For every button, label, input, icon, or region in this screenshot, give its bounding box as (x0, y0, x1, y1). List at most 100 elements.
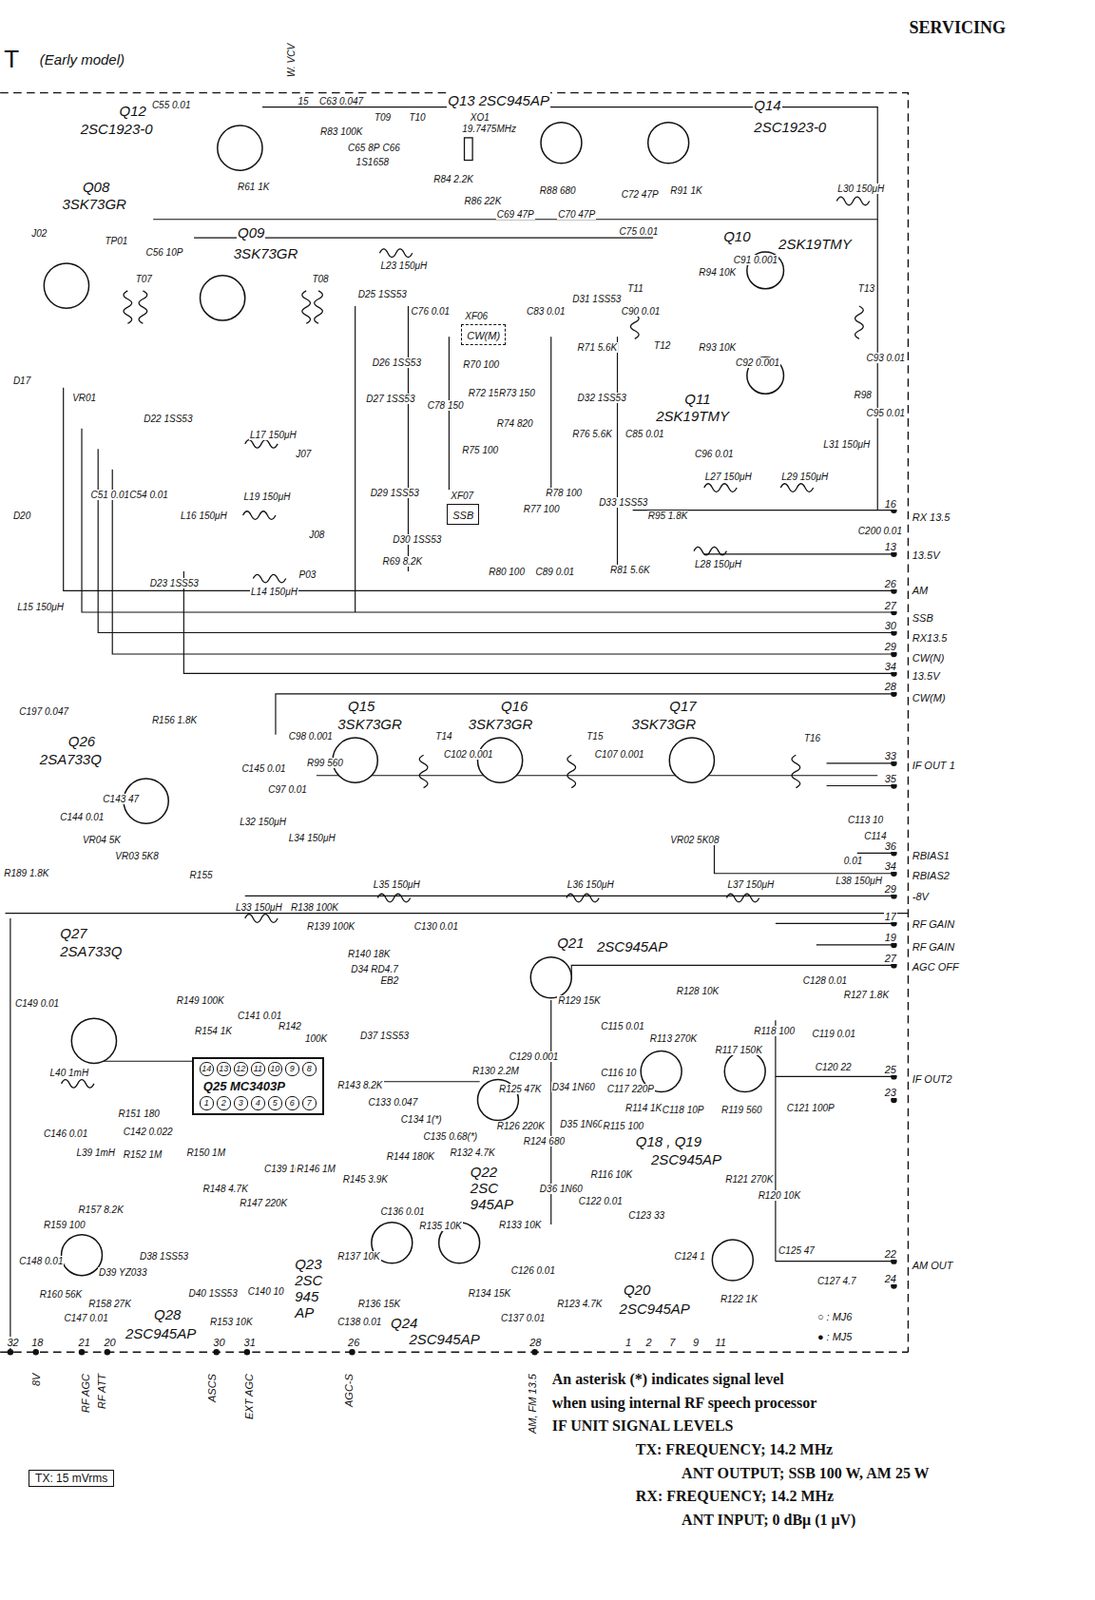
part-name: Q13 2SC945AP (446, 92, 551, 109)
component-value: C197 0.047 (18, 706, 70, 717)
wire (826, 762, 895, 764)
component-value: C120 22 (814, 1061, 853, 1073)
component-value: C121 100P (786, 1102, 836, 1114)
component-value: VR04 5K (81, 834, 122, 846)
component-value: R75 100 (461, 444, 500, 456)
component-value: D32 1SS53 (576, 392, 628, 404)
wire (97, 448, 894, 633)
wire (550, 336, 552, 490)
component-value: C72 47P (620, 189, 660, 200)
component-value: EB2 (379, 975, 400, 986)
component-value: D33 1SS53 (597, 497, 649, 508)
component-value: L34 150μH (288, 832, 337, 844)
component-value: R98 (853, 389, 873, 401)
component-value: C145 0.01 (240, 763, 287, 774)
note-text: when using internal RF speech processor (551, 1394, 819, 1412)
component-value: R155 (189, 869, 214, 881)
note-text: ANT OUTPUT; SSB 100 W, AM 25 W (680, 1464, 931, 1482)
terminal-label: 19 (883, 931, 898, 943)
part-name: Q16 (499, 697, 529, 714)
note-text: TX: FREQUENCY; 14.2 MHz (634, 1440, 834, 1459)
component-value: D37 1SS53 (359, 1030, 410, 1041)
component-value: L35 150μH (372, 879, 422, 890)
component-value: C136 0.01 (379, 1206, 425, 1217)
part-name: (Early model) (38, 51, 126, 68)
wire (245, 895, 895, 897)
part-name: 2SA733Q (58, 942, 123, 960)
component-value: R114 1K (624, 1102, 663, 1114)
wire (63, 387, 895, 592)
component-value: VR01 (71, 392, 97, 404)
terminal-label: 17 (883, 910, 898, 923)
component-value: D39 YZ033 (97, 1267, 148, 1278)
terminal-label: 18 (30, 1336, 44, 1348)
component-value: C56 10P (144, 247, 184, 258)
component-value: L23 150μH (379, 260, 428, 271)
component-value: R119 560 (720, 1104, 764, 1115)
filter-mode: CW(M) (466, 329, 500, 342)
terminal-label: RX 13.5 (911, 511, 952, 523)
terminal-label: 13 (883, 540, 898, 553)
component-value: D23 1SS53 (149, 577, 200, 589)
component-value: D17 (12, 375, 32, 386)
component-value: R143 8.2K (336, 1079, 384, 1091)
transistor-symbol (477, 737, 522, 783)
component-value: L33 150μH (234, 902, 284, 913)
component-value: 100K (304, 1033, 328, 1044)
component-value: T08 (310, 273, 329, 285)
component-value: C126 0.01 (510, 1265, 557, 1276)
component-value: W. VCV (286, 42, 297, 78)
terminal-label: 1 (624, 1336, 633, 1348)
component-value: C85 0.01 (624, 428, 666, 440)
component-value: R113 270K (649, 1033, 698, 1044)
component-value: R151 180 (116, 1108, 160, 1119)
unit-border (5, 912, 909, 914)
part-name: Q27 (58, 924, 88, 942)
component-value: R156 1.8K (151, 714, 198, 726)
terminal-label: 32 (5, 1336, 20, 1348)
transistor-symbol (217, 125, 263, 171)
terminal-label: RX13.5 (911, 632, 949, 644)
component-value: T10 (407, 112, 426, 123)
part-name: 2SC1923-0 (79, 120, 154, 137)
component-value: R73 150 (498, 387, 537, 399)
coil-symbol (855, 306, 865, 339)
coil-symbol (252, 574, 286, 583)
component-value: L29 150μH (780, 471, 829, 482)
terminal-label: 29 (883, 883, 898, 895)
component-value: R159 100 (42, 1219, 86, 1230)
component-value: R150 1M (185, 1147, 227, 1158)
component-value: D27 1SS53 (365, 393, 416, 404)
terminal-label: RF GAIN (911, 941, 956, 953)
part-name: 3SK73GR (631, 715, 698, 732)
component-value: R69 8.2K (382, 556, 424, 567)
component-value: L37 150μH (726, 879, 775, 890)
terminal-label: 9 (691, 1336, 700, 1348)
component-value: R153 10K (209, 1316, 253, 1327)
component-value: T07 (134, 273, 154, 285)
wire (9, 918, 11, 1352)
component-value: C97 0.01 (267, 784, 308, 795)
component-value: C70 47P (557, 209, 596, 220)
terminal-label: 27 (883, 952, 898, 964)
terminal-label: 22 (883, 1248, 898, 1260)
component-value: T16 (803, 732, 822, 744)
coil-symbol (314, 290, 324, 324)
component-value: R130 2.2M (471, 1065, 520, 1076)
component-value: R136 15K (357, 1298, 402, 1309)
terminal-label: 35 (883, 772, 898, 785)
transistor-symbol (724, 1051, 766, 1093)
terminal-label: RBIAS1 (911, 849, 951, 862)
coil-symbol (138, 290, 148, 324)
component-value: R74 820 (496, 418, 535, 429)
component-value: T09 (373, 112, 392, 123)
component-value: C148 0.01 (18, 1255, 64, 1267)
wire (316, 774, 878, 776)
component-value: C113 10 (846, 814, 884, 826)
component-value: T14 (434, 730, 453, 742)
wire (857, 852, 895, 854)
terminal-label: 34 (883, 860, 898, 872)
pin-number: 6 (285, 1095, 300, 1111)
terminal-label: 27 (883, 599, 898, 612)
